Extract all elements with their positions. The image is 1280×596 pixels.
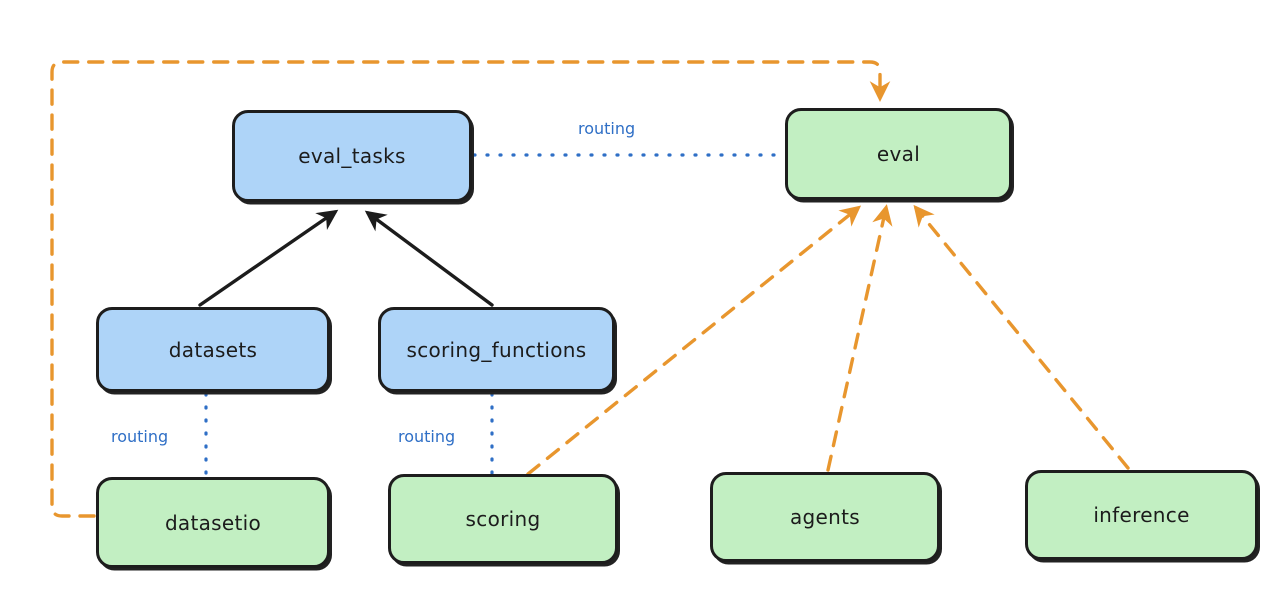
node-agents[interactable]: agents bbox=[710, 472, 940, 562]
node-label-scoring: scoring bbox=[465, 507, 541, 531]
edge-label-routing-eval: routing bbox=[578, 119, 636, 138]
node-label-eval-tasks: eval_tasks bbox=[298, 144, 406, 168]
edge-agents-to-eval bbox=[826, 204, 893, 472]
edge-label-routing-scoring-functions: routing bbox=[398, 427, 456, 446]
node-datasets[interactable]: datasets bbox=[96, 307, 330, 392]
node-eval-tasks[interactable]: eval_tasks bbox=[232, 110, 472, 202]
edge-scoring-functions-to-eval-tasks bbox=[364, 210, 494, 307]
edge-datasets-to-eval-tasks bbox=[198, 209, 339, 307]
node-inference[interactable]: inference bbox=[1025, 470, 1258, 560]
node-label-agents: agents bbox=[790, 505, 860, 529]
node-datasetio[interactable]: datasetio bbox=[96, 477, 330, 568]
node-label-datasetio: datasetio bbox=[164, 510, 262, 535]
edge-label-routing-datasets: routing bbox=[111, 427, 169, 446]
edge-inference-to-eval bbox=[913, 204, 1130, 470]
node-label-datasets: datasets bbox=[168, 337, 258, 362]
node-label-eval: eval bbox=[876, 142, 921, 166]
node-eval[interactable]: eval bbox=[785, 108, 1012, 200]
node-scoring-functions[interactable]: scoring_functions bbox=[378, 307, 615, 392]
node-label-inference: inference bbox=[1093, 503, 1190, 527]
node-scoring[interactable]: scoring bbox=[388, 474, 618, 564]
node-label-scoring-functions: scoring_functions bbox=[406, 337, 587, 362]
